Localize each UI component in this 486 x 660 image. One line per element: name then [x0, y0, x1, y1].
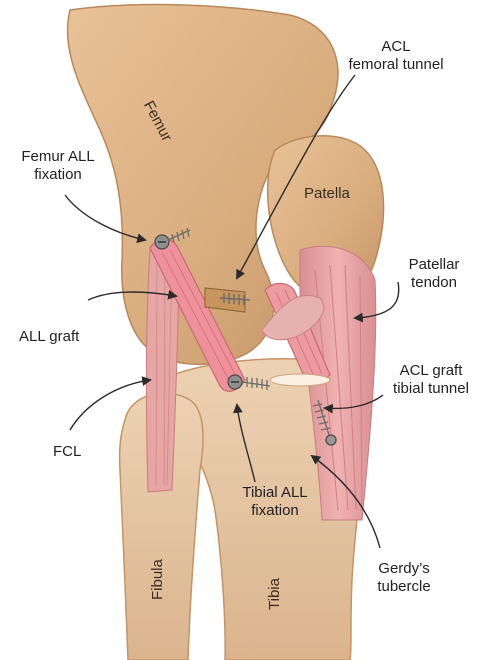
label-gerdys-tubercle: Gerdy’s tubercle — [377, 560, 430, 596]
label-tibial-all-fixation: Tibial ALL fixation — [242, 484, 307, 520]
label-patella: Patella — [304, 185, 350, 203]
label-fibula: Fibula — [149, 559, 167, 600]
label-acl-graft-tibial-tunnel: ACL graft tibial tunnel — [393, 362, 469, 398]
label-fcl: FCL — [53, 443, 81, 461]
label-tibia: Tibia — [266, 578, 284, 610]
tibial-tunnel-opening — [270, 374, 330, 386]
label-all-graft: ALL graft — [19, 328, 79, 346]
label-acl-femoral-tunnel: ACL femoral tunnel — [348, 38, 443, 74]
label-patellar-tendon: Patellar tendon — [409, 256, 460, 292]
label-femur-all-fixation: Femur ALL fixation — [21, 148, 94, 184]
